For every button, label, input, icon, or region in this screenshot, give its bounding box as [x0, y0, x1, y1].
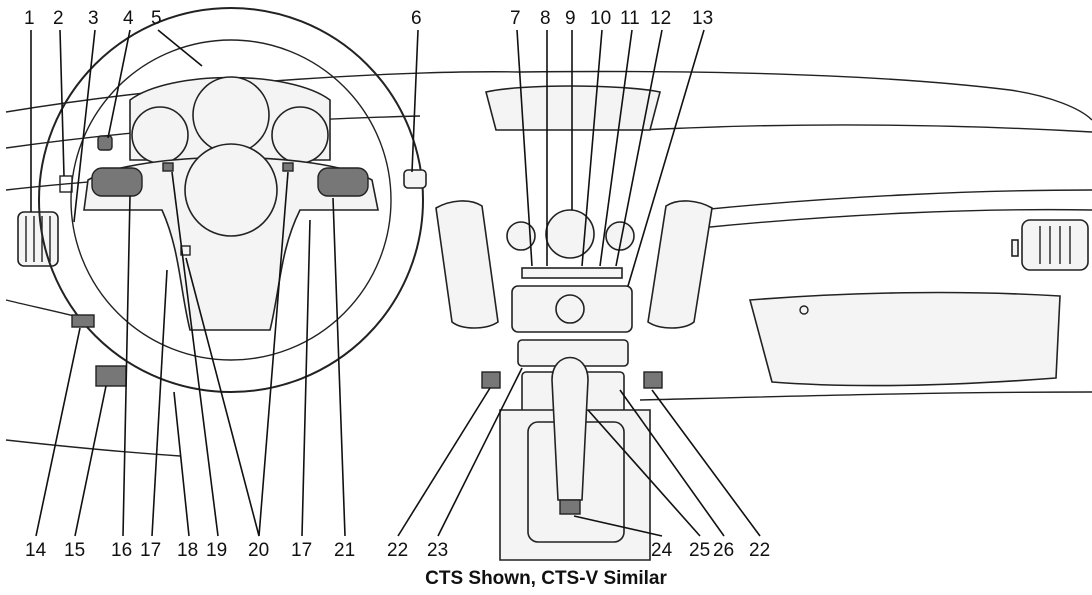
leader-25 — [587, 409, 701, 537]
leader-22b — [651, 389, 761, 537]
leader-12 — [615, 29, 663, 267]
glove-box — [748, 291, 1061, 387]
leader-22a — [397, 387, 491, 537]
leader-24 — [573, 515, 663, 537]
callout-label: 6 — [411, 8, 422, 29]
instrument-cluster — [129, 76, 331, 164]
leader-5 — [157, 29, 203, 67]
steering-wheel-controls-right — [317, 167, 369, 197]
leader-7 — [516, 29, 533, 267]
callout-label: 13 — [692, 8, 713, 29]
leader-3 — [73, 29, 96, 223]
callout-label: 15 — [64, 540, 85, 561]
leader-10 — [581, 29, 603, 267]
leader-23 — [437, 367, 523, 537]
callout-label: 11 — [620, 8, 640, 29]
leader-4 — [107, 29, 131, 139]
leader-26 — [619, 389, 725, 537]
console-and-shifter — [499, 356, 651, 561]
callout-label: 18 — [177, 540, 198, 561]
callout-label: 17 — [291, 540, 312, 561]
figure-caption: CTS Shown, CTS-V Similar — [425, 568, 667, 589]
callout-label: 21 — [334, 540, 355, 561]
callout-label: 4 — [123, 8, 134, 29]
callout-label: 20 — [248, 540, 269, 561]
leader-6 — [411, 29, 419, 173]
callout-label: 3 — [88, 8, 99, 29]
callout-label: 22 — [749, 540, 770, 561]
leader-17b — [301, 219, 311, 537]
callout-label: 16 — [111, 540, 132, 561]
callout-label: 25 — [689, 540, 710, 561]
horn-symbols — [162, 162, 294, 256]
callout-label: 7 — [510, 8, 521, 29]
center-stack — [435, 85, 713, 389]
steering-wheel-controls-left — [91, 135, 143, 197]
callout-label: 8 — [540, 8, 551, 29]
wiper-and-turn-signal-stalks — [59, 169, 427, 387]
callout-label: 17 — [140, 540, 161, 561]
callout-label: 2 — [53, 8, 64, 29]
callout-label: 12 — [650, 8, 671, 29]
left-air-vent — [17, 211, 59, 267]
callout-leaders — [30, 29, 761, 537]
callout-label: 5 — [151, 8, 162, 29]
leader-14 — [35, 327, 81, 537]
leader-15 — [74, 385, 107, 537]
callout-label: 14 — [25, 540, 47, 561]
callout-label: 19 — [206, 540, 227, 561]
leader-17a — [151, 269, 168, 537]
callout-label: 24 — [651, 540, 673, 561]
leader-13 — [627, 29, 705, 287]
callout-label: 26 — [713, 540, 734, 561]
callout-label: 22 — [387, 540, 408, 561]
callout-label: 9 — [565, 8, 576, 29]
right-air-vent — [1011, 219, 1089, 271]
callout-label: 10 — [590, 8, 611, 29]
leader-19 — [171, 171, 219, 537]
steering-wheel — [38, 7, 424, 393]
callout-labels-bottom: 14 15 16 17 18 19 20 17 21 22 23 24 25 2… — [25, 540, 770, 561]
leader-18 — [173, 391, 190, 537]
leader-11 — [599, 29, 633, 267]
leader-21 — [332, 197, 346, 537]
leader-20 — [185, 171, 289, 537]
leader-16 — [122, 195, 131, 537]
callout-labels-top: 1 2 3 4 5 6 7 8 9 10 11 12 13 — [24, 8, 713, 29]
callout-label: 23 — [427, 540, 448, 561]
callout-label: 1 — [24, 8, 35, 29]
leader-2 — [59, 29, 65, 177]
